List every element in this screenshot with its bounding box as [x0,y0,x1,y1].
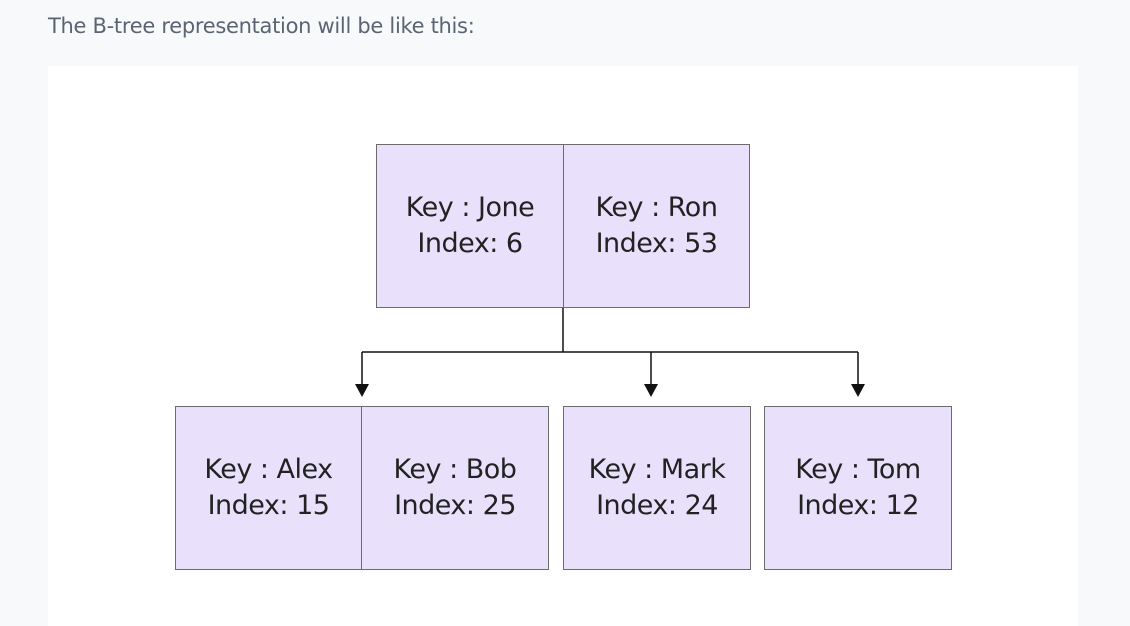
node-index: Index: 25 [394,490,516,521]
node-key: Key : Alex [204,454,333,485]
arrowhead-icon [644,384,658,397]
node-index: Index: 24 [596,490,718,521]
root-node-cell-jone: Key : Jone Index: 6 [376,144,564,308]
node-key: Key : Bob [393,454,517,485]
node-key: Key : Mark [588,454,726,485]
root-node-cell-ron: Key : Ron Index: 53 [563,144,750,308]
node-key: Key : Tom [795,454,921,485]
node-index: Index: 15 [207,490,330,521]
arrowhead-icon [851,384,865,397]
node-key: Key : Ron [595,192,718,223]
child-node-cell-bob: Key : Bob Index: 25 [361,406,549,570]
child-node-cell-alex: Key : Alex Index: 15 [175,406,362,570]
node-key: Key : Jone [405,192,535,223]
node-index: Index: 53 [595,228,718,259]
arrowhead-icon [355,384,369,397]
node-index: Index: 12 [797,490,919,521]
child-node-cell-mark: Key : Mark Index: 24 [563,406,751,570]
intro-text: The B-tree representation will be like t… [48,14,475,38]
child-node-cell-tom: Key : Tom Index: 12 [764,406,952,570]
node-index: Index: 6 [417,228,523,259]
